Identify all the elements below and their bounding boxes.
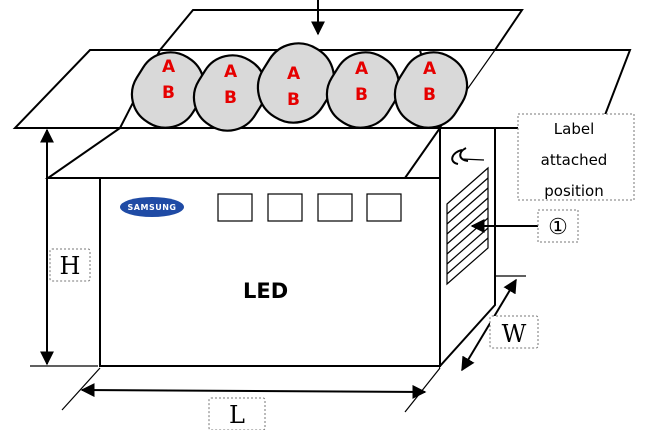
reel: A B	[325, 51, 401, 129]
reel-label-top: A	[355, 59, 369, 79]
label-note-line: attached	[541, 151, 608, 169]
brand-logo-text: SAMSUNG	[128, 203, 177, 212]
width-dimension: W	[461, 275, 539, 372]
front-window	[317, 193, 353, 222]
callout: ①	[470, 209, 579, 243]
reel-label-bottom: B	[224, 88, 237, 108]
reel-label-bottom: B	[287, 90, 300, 110]
height-label: H	[60, 252, 81, 280]
reel: A B	[256, 42, 336, 124]
reel-label-bottom: B	[355, 85, 368, 105]
reel-label-bottom: B	[423, 85, 436, 105]
reel-label-top: A	[423, 59, 437, 79]
label-note-line: position	[544, 182, 603, 200]
front-window	[217, 193, 253, 222]
height-dimension: H	[30, 127, 98, 367]
reel-label-top: A	[224, 62, 238, 82]
length-dimension: L	[61, 367, 441, 430]
reel-label-top: A	[162, 57, 176, 77]
callout-marker: ①	[548, 215, 568, 240]
label-note-line: Label	[554, 120, 594, 138]
box-label: LED	[243, 279, 288, 303]
width-label: W	[502, 320, 527, 348]
lid-back-flap	[157, 9, 524, 51]
label-position-note: Label attached position	[517, 113, 635, 201]
lid-front-flap	[44, 127, 442, 179]
side-logo-icon	[451, 147, 485, 165]
reel: A B	[130, 51, 206, 129]
side-label-area	[446, 166, 489, 286]
reel-label-bottom: B	[162, 83, 175, 103]
brand-logo: SAMSUNG	[120, 197, 184, 217]
length-label: L	[229, 401, 245, 429]
reel: A B	[192, 54, 268, 132]
front-window	[366, 193, 402, 222]
reel: A B	[393, 51, 469, 129]
reel-label-top: A	[287, 64, 301, 84]
front-window	[267, 193, 303, 222]
